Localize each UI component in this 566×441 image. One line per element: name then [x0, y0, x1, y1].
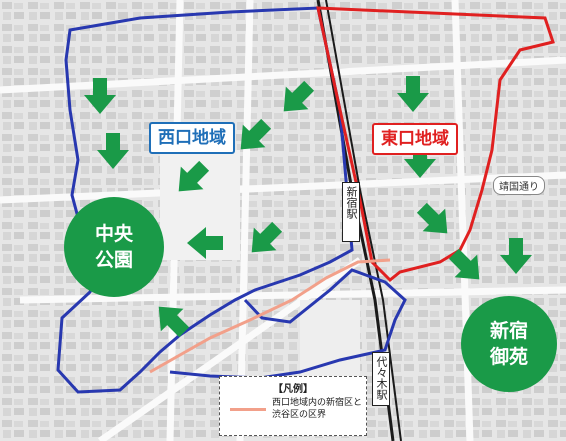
arrow-icon — [240, 118, 272, 150]
legend-title: 【凡例】 — [273, 384, 313, 395]
shinjuku-station-label: 新宿駅 — [342, 182, 360, 242]
arrow-icon — [178, 160, 210, 192]
railway-line-2 — [325, 0, 402, 441]
ward-boundary-line — [149, 258, 391, 374]
arrow-icon — [416, 202, 448, 234]
arrow-icon — [404, 142, 436, 178]
arrow-icon — [187, 227, 223, 259]
east-region-boundary — [316, 6, 555, 283]
central-park-label-line2: 公園 — [94, 249, 133, 271]
arrow-icon — [84, 78, 116, 114]
arrow-icon — [283, 80, 315, 112]
shinjuku-gyoen-marker: 新宿 御苑 — [461, 296, 557, 392]
central-park-label-line1: 中央 — [94, 223, 133, 245]
west-region-boundary — [56, 6, 354, 394]
arrow-icon — [251, 221, 283, 253]
east-region-label: 東口地域 — [372, 123, 458, 155]
arrow-icon — [397, 76, 429, 112]
arrow-icon — [448, 248, 480, 280]
central-park-marker: 中央 公園 — [64, 197, 164, 297]
shinjuku-gyoen-label-line1: 新宿 — [489, 320, 528, 342]
yoyogi-station-label: 代々木駅 — [372, 352, 390, 406]
legend-line-swatch — [230, 408, 266, 411]
arrow-icon — [500, 238, 532, 274]
arrows — [84, 76, 532, 338]
legend-item-text: 西口地域内の新宿区と渋谷区の区界 — [272, 398, 363, 420]
legend: 【凡例】 西口地域内の新宿区と渋谷区の区界 — [219, 376, 367, 436]
plaza-area-2 — [300, 300, 360, 380]
shinjuku-gyoen-label-line2: 御苑 — [489, 346, 528, 368]
arrow-icon — [97, 133, 129, 169]
street-label: 靖国通り — [493, 176, 545, 195]
west-region-label: 西口地域 — [149, 122, 235, 154]
arrow-icon — [158, 306, 190, 338]
